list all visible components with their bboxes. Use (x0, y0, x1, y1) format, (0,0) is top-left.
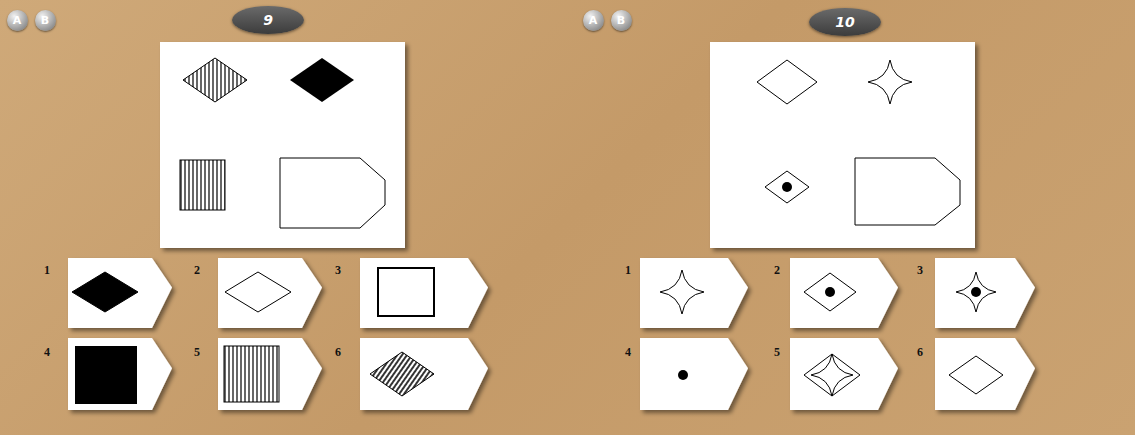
star-shape (811, 354, 853, 396)
question-number: 9 (232, 6, 304, 34)
mode-button: A (583, 10, 604, 31)
outline-diamond (804, 273, 856, 311)
dot (782, 182, 792, 192)
option-tile (935, 258, 1035, 328)
dot (971, 287, 981, 297)
striped-square (224, 346, 279, 402)
outline-diamond (225, 272, 291, 312)
option-tile (640, 258, 748, 328)
option-tile (790, 258, 898, 328)
star-shape (868, 60, 912, 104)
option-number: 6 (917, 345, 923, 360)
outline-square (378, 268, 434, 316)
dot (678, 370, 688, 380)
option-number: 1 (625, 263, 631, 278)
question-board (710, 42, 975, 248)
option-number: 1 (44, 263, 50, 278)
mode-button: A (7, 10, 28, 31)
option-tile (360, 258, 488, 328)
option-number: 6 (335, 345, 341, 360)
mode-button: B (35, 10, 56, 31)
question-number: 10 (809, 8, 881, 36)
question-number-text: 9 (263, 12, 273, 28)
option-number: 2 (194, 263, 200, 278)
button-letter: A (589, 14, 598, 27)
option-number: 3 (917, 263, 923, 278)
option-tile (360, 338, 488, 410)
option-tile (640, 338, 748, 410)
option-tile (218, 338, 322, 410)
option-tile (218, 258, 322, 328)
dot (825, 287, 835, 297)
option-tile (68, 338, 172, 410)
option-tile (790, 338, 898, 410)
answer-slot (855, 158, 960, 225)
question-number-text: 10 (835, 14, 854, 30)
answer-slot (280, 158, 385, 228)
option-tile (935, 338, 1035, 410)
star-shape (660, 270, 704, 314)
option-number: 5 (194, 345, 200, 360)
black-square (75, 346, 137, 404)
button-letter: A (13, 14, 22, 27)
outline-diamond (804, 354, 860, 396)
option-tile (68, 258, 172, 328)
black-diamond (72, 272, 138, 312)
question-board (160, 42, 405, 248)
option-number: 3 (335, 263, 341, 278)
option-number: 2 (774, 263, 780, 278)
diagonal-striped-diamond (370, 352, 434, 396)
star-shape (956, 272, 996, 312)
button-letter: B (41, 14, 49, 27)
option-number: 4 (625, 345, 631, 360)
option-number: 4 (44, 345, 50, 360)
option-number: 5 (774, 345, 780, 360)
button-letter: B (617, 14, 625, 27)
black-diamond (290, 58, 354, 102)
outline-diamond (949, 356, 1003, 394)
dotted-diamond (765, 171, 809, 203)
striped-diamond (183, 58, 247, 102)
outline-diamond (757, 60, 817, 104)
striped-square (180, 160, 225, 210)
mode-button: B (611, 10, 632, 31)
